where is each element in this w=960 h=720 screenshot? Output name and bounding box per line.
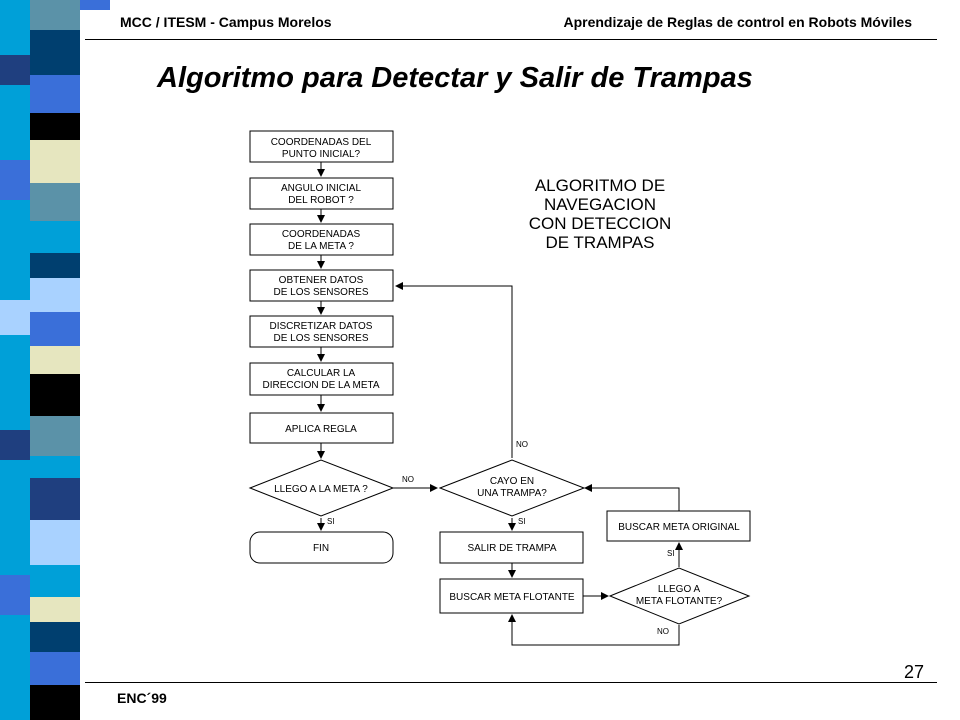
node-cayo-trampa-line1: CAYO EN <box>490 476 534 487</box>
node-angulo-inicial-line2: DEL ROBOT ? <box>288 195 354 206</box>
node-buscar-original <box>606 510 751 542</box>
label-no-llego-flotante: NO <box>657 627 669 636</box>
node-llego-flotante-line1: LLEGO A <box>658 584 701 595</box>
node-discretizar-line1: DISCRETIZAR DATOS <box>270 321 373 332</box>
label-si-cayo-trampa: SI <box>518 517 526 526</box>
node-coord-meta-line2: DE LA META ? <box>288 241 354 252</box>
decorative-side-strip <box>0 0 110 720</box>
slide-title: Algoritmo para Detectar y Salir de Tramp… <box>157 62 753 94</box>
side-title-line2: NAVEGACION <box>544 195 656 214</box>
node-aplica-regla-text: APLICA REGLA <box>285 424 357 435</box>
node-llego-flotante-decision <box>608 567 751 625</box>
footer-left: ENC´99 <box>117 690 167 706</box>
flowchart-connectors <box>317 162 683 646</box>
node-llego-meta-text: LLEGO A LA META ? <box>274 484 368 495</box>
side-title-line1: ALGORITMO DE <box>535 176 665 195</box>
node-aplica-regla <box>249 412 394 444</box>
node-llego-meta-decision <box>248 459 395 517</box>
node-calcular-line2: DIRECCION DE LA META <box>262 380 379 391</box>
node-fin-text: FIN <box>313 543 329 554</box>
node-obtener-datos-line2: DE LOS SENSORES <box>273 287 368 298</box>
header-divider <box>85 39 937 40</box>
node-coord-meta <box>249 223 394 256</box>
node-coord-inicial-line2: PUNTO INICIAL? <box>282 149 361 160</box>
node-cayo-trampa-line2: UNA TRAMPA? <box>477 488 547 499</box>
node-obtener-datos-line1: OBTENER DATOS <box>279 275 364 286</box>
node-angulo-inicial-line1: ANGULO INICIAL <box>281 183 361 194</box>
header-right: Aprendizaje de Reglas de control en Robo… <box>563 14 912 30</box>
node-calcular-line1: CALCULAR LA <box>287 368 356 379</box>
node-calcular <box>249 362 394 396</box>
node-fin-terminal <box>249 531 394 564</box>
node-buscar-flotante-text: BUSCAR META FLOTANTE <box>449 592 575 603</box>
node-obtener-datos <box>249 269 394 302</box>
node-coord-inicial-line1: COORDENADAS DEL <box>271 137 372 148</box>
node-coord-meta-line1: COORDENADAS <box>282 229 361 240</box>
node-buscar-flotante <box>439 578 584 614</box>
node-salir-trampa <box>439 531 584 564</box>
node-llego-flotante-line2: META FLOTANTE? <box>636 596 723 607</box>
node-buscar-original-text: BUSCAR META ORIGINAL <box>618 522 740 533</box>
side-title-line3: CON DETECCION <box>529 214 672 233</box>
node-cayo-trampa-decision <box>438 459 586 517</box>
node-discretizar-line2: DE LOS SENSORES <box>273 333 368 344</box>
footer-divider <box>85 682 937 683</box>
label-no-llego-meta: NO <box>402 475 414 484</box>
header-left: MCC / ITESM - Campus Morelos <box>120 14 332 30</box>
node-salir-trampa-text: SALIR DE TRAMPA <box>467 543 556 554</box>
node-discretizar <box>249 315 394 348</box>
label-no-cayo-trampa: NO <box>516 440 528 449</box>
node-coord-inicial <box>249 130 394 163</box>
node-angulo-inicial <box>249 177 394 210</box>
page-number: 27 <box>904 662 925 682</box>
label-si-llego-meta: SI <box>327 517 335 526</box>
label-si-llego-flotante: SI <box>667 549 675 558</box>
side-title-line4: DE TRAMPAS <box>546 233 655 252</box>
